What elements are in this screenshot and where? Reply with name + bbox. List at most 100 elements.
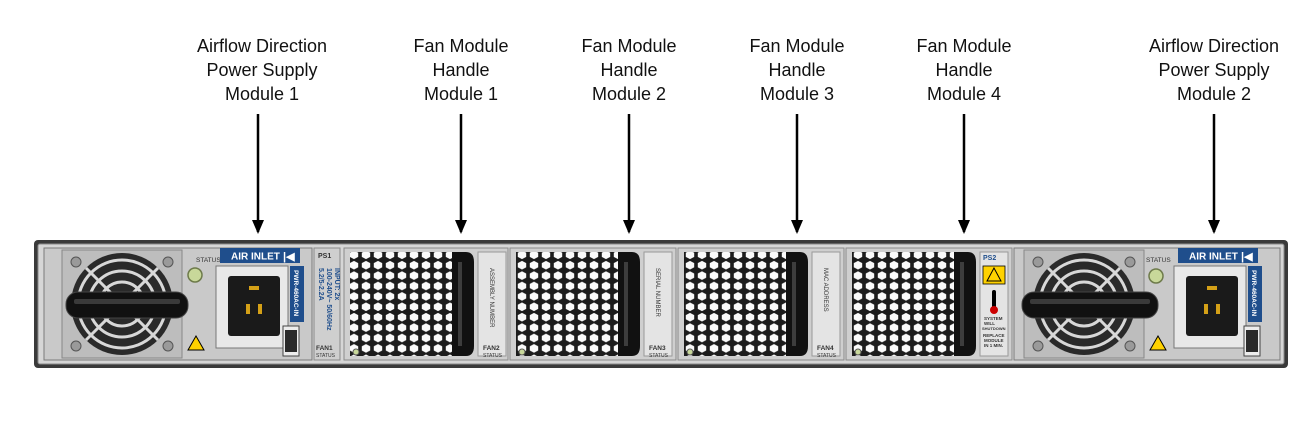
fan1-status-label: STATUS [316, 353, 336, 359]
warning-icon [187, 334, 205, 351]
thermometer-bulb [990, 306, 998, 314]
ps1-label: PS1 [318, 253, 331, 260]
psu2-air-inlet-label: AIR INLET [1189, 252, 1238, 263]
ps1-rating-3: 5.2/5-2.2A [317, 268, 324, 301]
fan1-handle-sheen [458, 262, 462, 346]
callout-fan3-line1: Fan Module [749, 36, 845, 56]
warn-line2: WILL [984, 321, 995, 326]
psu2-ac-socket[interactable] [1186, 276, 1238, 336]
warn-line6: IN 1 MIN. [984, 343, 1003, 348]
psu2-ac-pin1 [1207, 286, 1217, 290]
callout-fan4-line1: Fan Module [916, 36, 1012, 56]
psu2-ac-pin3 [1216, 304, 1220, 314]
fan1-assembly-number: ASSEMBLY NUMBER [488, 268, 494, 328]
warning-icon [986, 266, 1002, 282]
fan-module-4: PS2 SYSTEM WILL SHUTDOWN REPLACE MODULE … [845, 247, 1013, 361]
fan1-label-tab [477, 251, 507, 357]
psu1-air-inlet-label: AIR INLET [231, 252, 280, 263]
warn-line4: REPLACE [983, 333, 1005, 338]
psu2-latch-grip [1246, 330, 1258, 352]
psu2-screw-bl [1032, 340, 1044, 352]
fan1-grill [350, 252, 454, 356]
callout-fan1-line3: Module 1 [423, 84, 499, 104]
psu1-status-label: STATUS [196, 257, 221, 264]
psu2-screw-br [1124, 340, 1136, 352]
psu2-status-led [1148, 268, 1164, 284]
ps1-strip-bg [313, 247, 341, 361]
psu2-handle[interactable] [1021, 291, 1159, 319]
psu1-ac-pin3 [258, 304, 262, 314]
callout-psu1-line2: Power Supply [206, 60, 318, 80]
fan4-status-label: STATUS [817, 353, 837, 359]
air-inlet-arrow-icon: |◀ [1241, 251, 1253, 263]
psu1-handle-sheen [74, 299, 180, 304]
psu1-model-label: PWR-460AC-IN [292, 270, 299, 317]
psu2-status-label: STATUS [1146, 257, 1171, 264]
callout-psu2-line3: Module 2 [1176, 84, 1252, 104]
arrowhead-fan4 [958, 220, 970, 234]
warn-line1: SYSTEM [984, 316, 1003, 321]
ps1-label-strip: PS1 INPUT: 2x 100-240V~ 50/60Hz 5.2/5-2.… [313, 247, 341, 361]
fan3-status-led [686, 348, 694, 356]
fan3-handle[interactable] [786, 252, 808, 356]
psu2-model-plate [1248, 266, 1262, 322]
fan4-label: FAN4 [817, 345, 834, 352]
fan-module-3: MAC ADDRESS [677, 247, 845, 361]
psu2-ac-pin2 [1204, 304, 1208, 314]
psu2-handle-sheen [1030, 299, 1150, 304]
psu2-air-inlet-banner [1178, 248, 1258, 263]
psu1-latch-grip [285, 330, 297, 352]
callout-fan3-line2: Handle [768, 60, 826, 80]
warn-line3: SHUTDOWN [982, 326, 1006, 331]
psu2-screw-tr [1124, 256, 1136, 268]
fan1-status-led [352, 348, 360, 356]
psu1-ac-pin2 [246, 304, 250, 314]
callout-fan2-line2: Handle [600, 60, 658, 80]
callout-fan1: Fan Module Handle Module 1 [371, 34, 551, 106]
arrowhead-psu1 [252, 220, 264, 234]
fan2-handle[interactable] [618, 252, 640, 356]
psu1-status-led [187, 267, 203, 283]
callout-psu1-line3: Module 1 [224, 84, 300, 104]
callout-fan2-line3: Module 2 [591, 84, 667, 104]
fan2-handle-sheen [624, 262, 628, 346]
psu1-ac-pin1 [249, 286, 259, 290]
psu1-air-inlet-banner [220, 248, 300, 263]
callout-fan4-line2: Handle [935, 60, 993, 80]
arrowhead-fan3 [791, 220, 803, 234]
fan1-handle[interactable] [452, 252, 474, 356]
ps2-label: PS2 [983, 255, 996, 262]
thermometer-icon [992, 290, 996, 308]
callout-fan3: Fan Module Handle Module 3 [707, 34, 887, 106]
callout-fan4: Fan Module Handle Module 4 [874, 34, 1054, 106]
callout-fan1-line2: Handle [432, 60, 490, 80]
fan2-status-led [518, 348, 526, 356]
psu1-screw-bl [70, 340, 82, 352]
fan-module-1: ASSEMBLY NUMBER [343, 247, 509, 361]
callout-psu2-line1: Airflow Direction [1148, 36, 1280, 56]
fan1-label: FAN1 [316, 345, 333, 352]
callout-fan3-line3: Module 3 [759, 84, 835, 104]
fan-module-2: SERIAL NUMBER [509, 247, 677, 361]
fan2-label-tab [643, 251, 673, 357]
power-supply-module-2: STATUS AIR INLET |◀ PWR-460AC-IN [1013, 247, 1281, 361]
fan3-mac-address: MAC ADDRESS [822, 268, 828, 312]
psu1-screw-br [162, 340, 174, 352]
arrowhead-fan2 [623, 220, 635, 234]
fan3-label: FAN3 [649, 345, 666, 352]
arrowhead-psu2 [1208, 220, 1220, 234]
warning-icon [1149, 334, 1167, 351]
fan3-grill [684, 252, 788, 356]
psu2-screw-tl [1032, 256, 1044, 268]
fan2-grill [516, 252, 620, 356]
arrowhead-fan1 [455, 220, 467, 234]
fan4-handle[interactable] [954, 252, 976, 356]
fan2-label: FAN2 [483, 345, 500, 352]
psu1-handle[interactable] [65, 291, 189, 319]
psu1-ac-socket[interactable] [228, 276, 280, 336]
psu1-screw-tl [70, 256, 82, 268]
psu2-model-label: PWR-460AC-IN [1250, 270, 1257, 317]
fan2-status-label: STATUS [483, 353, 503, 359]
callout-fan2-line1: Fan Module [581, 36, 677, 56]
callout-arrows [252, 114, 1220, 234]
